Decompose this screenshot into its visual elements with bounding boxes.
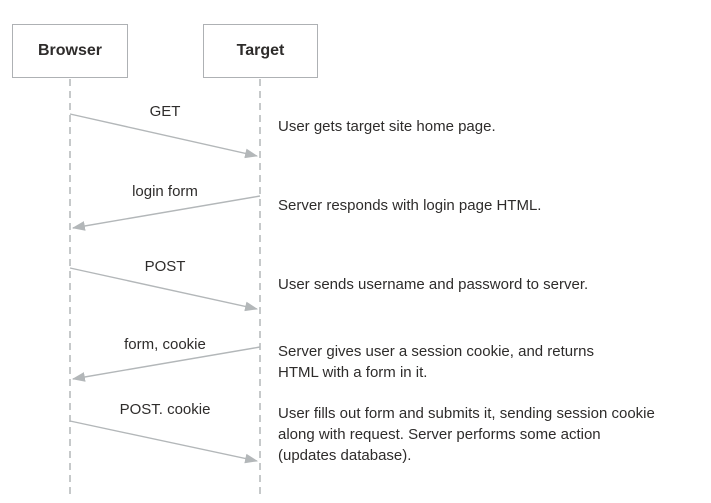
message-label-login-form: login form bbox=[132, 183, 198, 200]
message-label-get: GET bbox=[149, 103, 181, 120]
arrow-post bbox=[69, 267, 259, 312]
actor-browser-label: Browser bbox=[37, 42, 103, 59]
description-step-2: Server responds with login page HTML. bbox=[278, 197, 542, 214]
actor-box-browser: Browser bbox=[12, 24, 128, 78]
arrow-get bbox=[69, 113, 259, 159]
description-step-5: User fills out form and submits it, send… bbox=[278, 405, 655, 464]
message-label-post: POST bbox=[144, 258, 186, 275]
actor-box-target: Target bbox=[203, 24, 318, 78]
arrow-post-cookie bbox=[69, 420, 259, 464]
arrow-login-form bbox=[71, 195, 261, 231]
description-step-4: Server gives user a session cookie, and … bbox=[278, 343, 594, 381]
arrow-form-cookie bbox=[71, 346, 261, 382]
description-step-3: User sends username and password to serv… bbox=[278, 276, 589, 293]
actor-target-label: Target bbox=[236, 42, 285, 59]
message-label-form-cookie: form, cookie bbox=[124, 336, 206, 353]
message-label-post-cookie: POST. cookie bbox=[119, 401, 211, 418]
description-step-1: User gets target site home page. bbox=[278, 118, 496, 135]
